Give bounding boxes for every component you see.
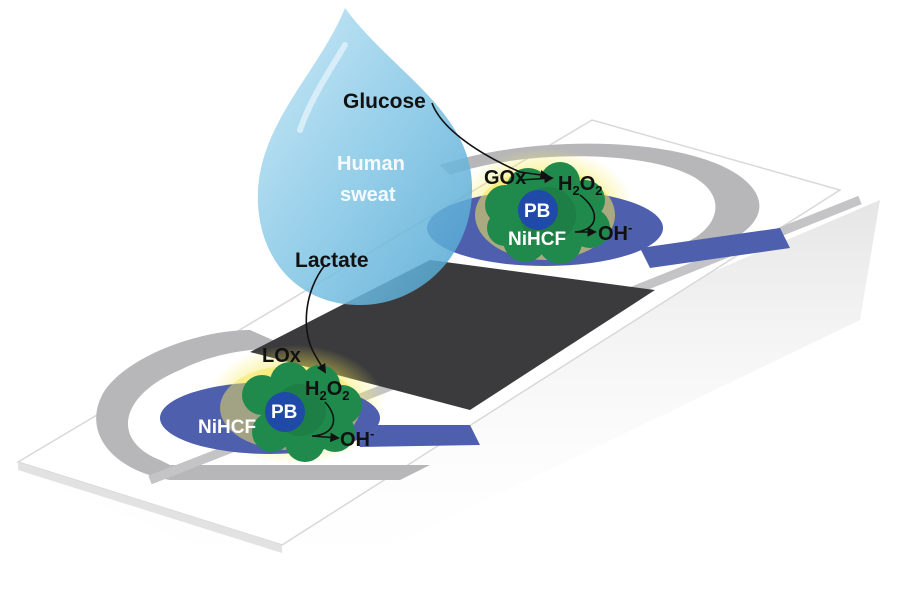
substrate-edge [18,462,282,553]
pb-particle-upper [518,190,558,230]
glucose-label: Glucose [343,90,426,113]
nihcf-label-upper: NiHCF [508,229,566,250]
human-sweat-label-line1: Human [337,153,405,175]
oh-label-upper: OH- [598,220,632,245]
glucose-to-gox-arrow [431,102,550,180]
sweat-drop [257,8,473,305]
h2o2-to-oh-arrow-upper [574,194,597,237]
oh-label-lower: OH- [340,426,374,451]
reference-trace-lower [96,330,430,480]
gox-label: GOx [484,167,526,189]
nihcf-label-lower: NiHCF [198,417,256,438]
gox-to-h2o2-arrow [519,173,554,184]
lox-label: LOx [262,345,301,367]
connector-trace-upper [640,228,790,268]
lactate-to-lox-arrow [305,264,326,374]
lactate-label: Lactate [295,249,369,272]
pb-label-upper: PB [524,201,550,222]
h2o2-label-lower: H2O2 [305,378,349,403]
pb-particle-lower [265,392,305,432]
connector-trace-lower [350,425,480,447]
human-sweat-label-line2: sweat [340,184,396,206]
reference-trace-upper [440,143,760,245]
gox-enzyme-cluster [485,162,610,264]
h2o2-to-oh-arrow-lower [311,401,340,443]
pb-label-lower: PB [271,402,297,423]
h2o2-label-upper: H2O2 [558,173,602,198]
sweat-drop-highlight [297,42,348,133]
